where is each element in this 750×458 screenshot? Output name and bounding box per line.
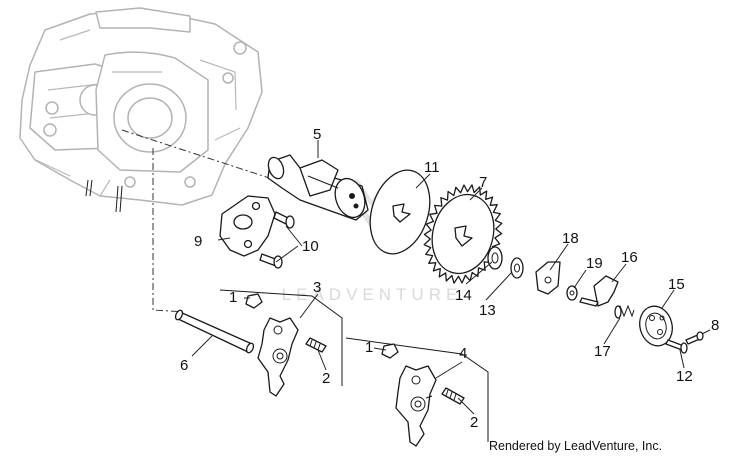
decomp-bushing — [566, 285, 578, 301]
decomp-weight — [535, 261, 561, 295]
callout-1: 1 — [229, 289, 237, 306]
cylinder-head — [19, 7, 263, 213]
callout-15: 15 — [668, 276, 685, 293]
callout-12: 12 — [676, 368, 693, 385]
end-cover — [639, 305, 673, 347]
callout-19: 19 — [586, 255, 603, 272]
callout-18: 18 — [562, 230, 579, 247]
rocker-shaft — [174, 309, 255, 354]
callout-1: 1 — [365, 339, 373, 356]
callout-9: 9 — [194, 233, 202, 250]
adjuster-screw-upper — [305, 337, 327, 353]
group-bracket-4 — [345, 337, 489, 442]
washer-13 — [510, 257, 524, 279]
callout-17: 17 — [594, 343, 611, 360]
callout-8: 8 — [711, 317, 719, 334]
cam-sprocket — [423, 184, 503, 284]
callout-5: 5 — [313, 126, 321, 143]
credit-text: Rendered by LeadVenture, Inc. — [489, 439, 662, 453]
lock-nut-upper — [245, 293, 263, 309]
callout-10: 10 — [302, 238, 319, 255]
adjuster-screw-lower — [441, 387, 465, 405]
lock-nut-lower — [381, 343, 399, 359]
decomp-spring — [614, 304, 635, 319]
decomp-lever — [579, 275, 619, 307]
callout-13: 13 — [479, 302, 496, 319]
cover-bolt — [665, 339, 688, 354]
watermark-text: LEADVENTURE — [282, 285, 463, 304]
callout-7: 7 — [479, 174, 487, 191]
leader-lines — [191, 140, 711, 415]
plate-screws — [259, 211, 295, 269]
callout-11: 11 — [424, 159, 440, 176]
group-bracket-3 — [219, 289, 343, 386]
rocker-arm-upper — [257, 317, 299, 397]
callout-6: 6 — [180, 357, 188, 374]
rocker-arm-lower — [395, 365, 437, 447]
callout-3: 3 — [313, 279, 321, 296]
callout-14: 14 — [455, 287, 472, 304]
cover-plate — [219, 195, 276, 257]
cover-screw — [685, 331, 704, 345]
callout-16: 16 — [621, 249, 638, 266]
cam-plate — [369, 169, 431, 255]
camshaft — [267, 154, 369, 221]
callout-2: 2 — [470, 414, 478, 431]
callout-4: 4 — [459, 345, 467, 362]
washer-14 — [487, 246, 503, 270]
callout-2: 2 — [322, 370, 330, 387]
